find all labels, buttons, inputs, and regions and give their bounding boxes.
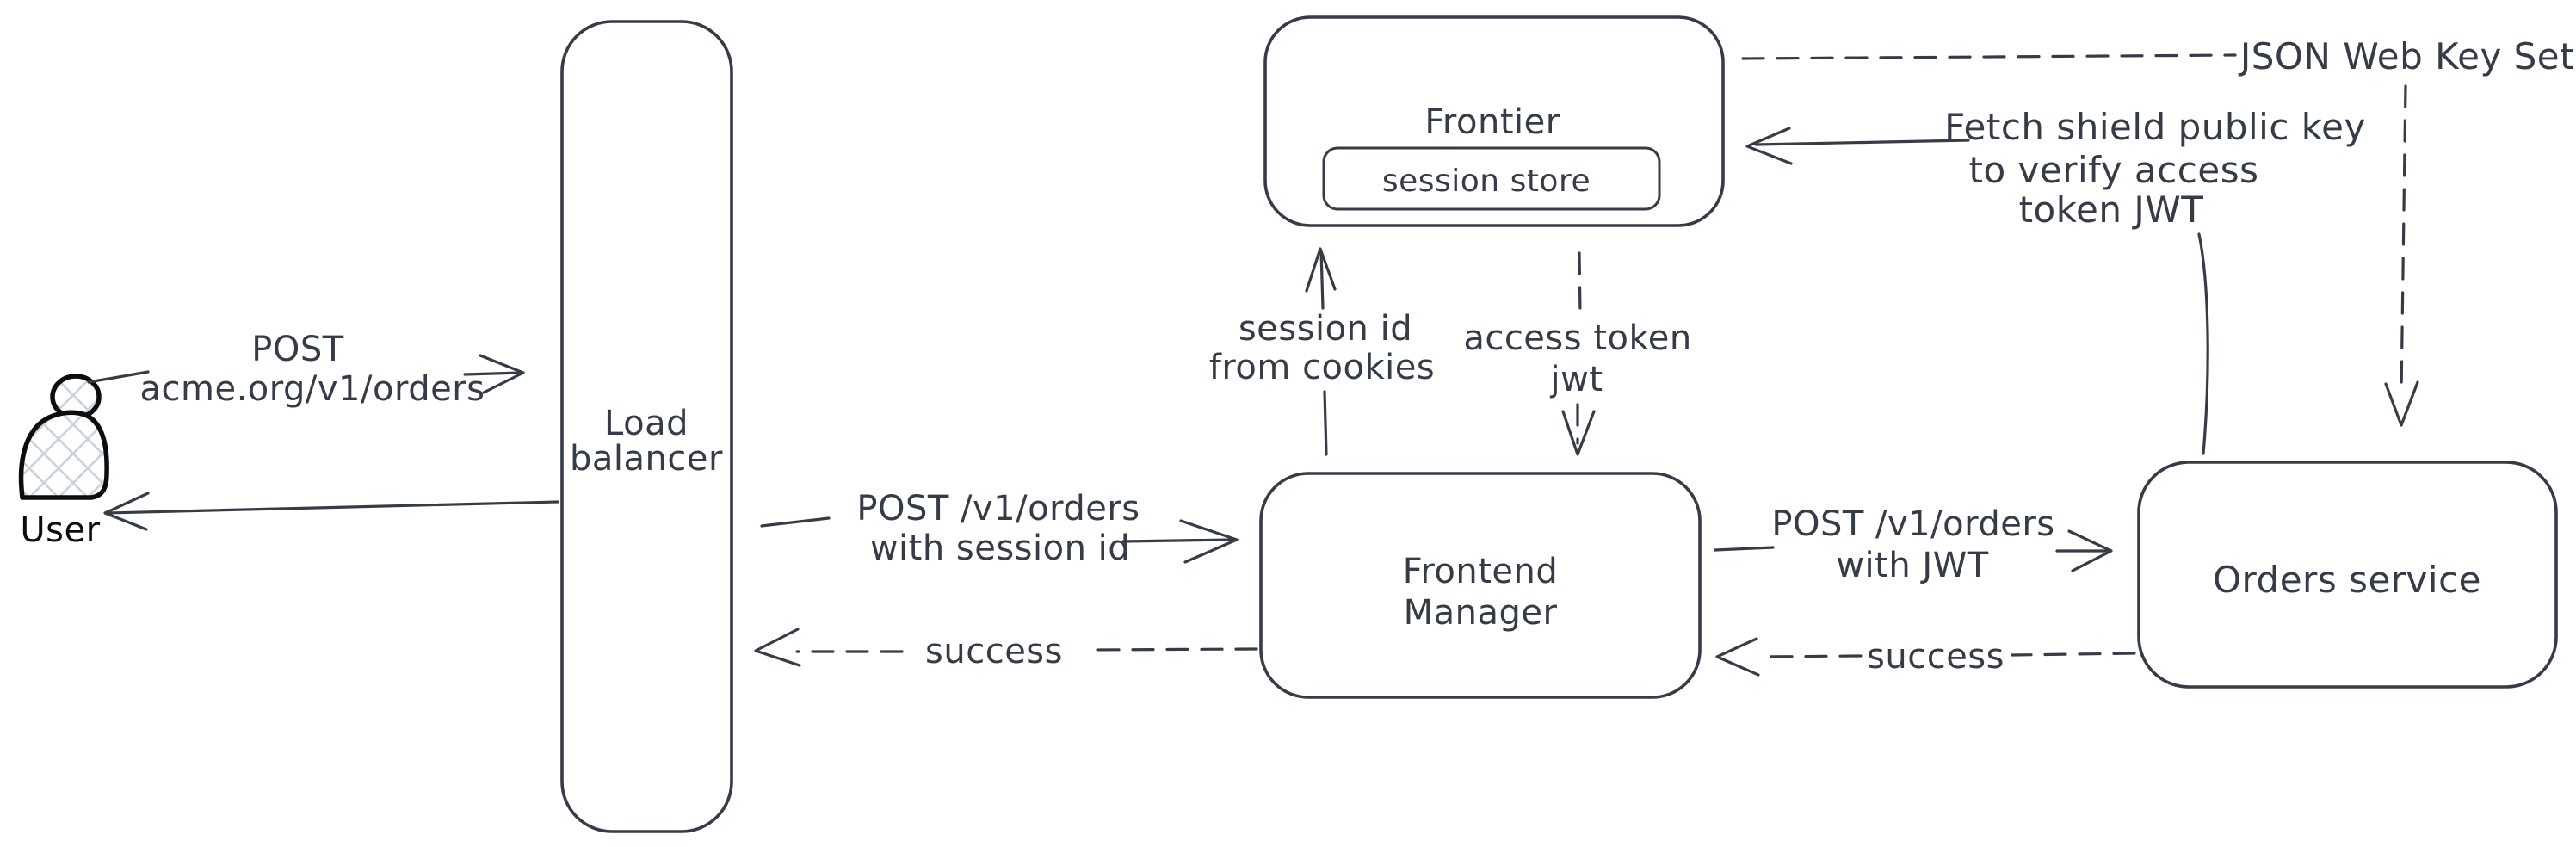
edge-load-balancer-to-user [103, 492, 559, 531]
edge-orders-service-to-frontend-manager: success [1715, 637, 2136, 677]
arrowhead-left-icon [1745, 127, 1793, 165]
arrowhead-right-icon [1179, 519, 1239, 564]
arrowhead-left-icon [754, 628, 801, 667]
frontend-manager-box [1259, 472, 1702, 699]
edge-user-to-load-balancer: POST acme.org/v1/orders [87, 330, 525, 409]
arrowhead-right-icon [479, 354, 525, 394]
edge-label: POST /v1/orders [856, 489, 1140, 529]
arrowhead-left-icon [1715, 637, 1760, 677]
edge-label: POST /v1/orders [1771, 504, 2054, 544]
edge-label: with session id [870, 529, 1130, 568]
edge-label: from cookies [1209, 348, 1435, 387]
load-balancer-box [560, 20, 733, 833]
session-store-label: session store [1382, 164, 1591, 199]
user-node: User [18, 374, 109, 550]
edge-label: POST [251, 330, 343, 369]
orders-service-box [2137, 461, 2558, 689]
edge-label: session id [1239, 309, 1412, 349]
frontier-node: Frontier session store [1263, 15, 1725, 227]
load-balancer-node: Load balancer [560, 20, 733, 833]
edge-label: acme.org/v1/orders [140, 369, 485, 409]
edge-frontend-manager-to-orders-service: POST /v1/orders with JWT [1714, 504, 2113, 585]
edge-label: token JWT [2019, 189, 2204, 231]
edge-orders-service-to-frontier: Fetch shield public key to verify access… [1745, 106, 2366, 455]
load-balancer-label: Load [604, 404, 689, 443]
session-store-box [1322, 146, 1661, 211]
edge-label: success [1867, 637, 2005, 677]
orders-service-label: Orders service [2213, 559, 2481, 601]
frontend-manager-label: Manager [1404, 593, 1558, 633]
edge-frontier-to-frontend-manager: access token jwt [1463, 251, 1691, 456]
arrowhead-right-icon [2067, 529, 2113, 572]
load-balancer-label: balancer [570, 439, 723, 479]
edge-load-balancer-to-frontend-manager: POST /v1/orders with session id [760, 489, 1239, 568]
arrowhead-down-icon [1561, 410, 1596, 456]
edge-label: access token [1463, 318, 1691, 358]
arrowhead-up-icon [1305, 247, 1337, 293]
frontier-label: Frontier [1424, 102, 1560, 142]
frontend-manager-node: Frontend Manager [1259, 472, 1702, 699]
jwks-label: JSON Web Key Set [2238, 35, 2574, 77]
edge-frontend-manager-to-load-balancer: success [754, 628, 1258, 671]
edge-jwks-to-orders-service [2384, 84, 2419, 427]
edge-label: success [925, 632, 1063, 671]
user-icon-body [18, 410, 109, 500]
user-label: User [20, 510, 100, 550]
edge-label: to verify access [1969, 149, 2259, 191]
edge-label: Fetch shield public key [1944, 106, 2366, 148]
json-web-key-set: JSON Web Key Set [1741, 35, 2574, 427]
frontend-manager-label: Frontend [1403, 552, 1559, 591]
jwks-connector-line [1741, 53, 2237, 60]
orders-service-node: Orders service [2137, 461, 2558, 689]
edge-label: with JWT [1836, 546, 1988, 585]
edge-frontend-manager-to-frontier: session id from cookies [1209, 247, 1435, 456]
edge-label: jwt [1549, 360, 1603, 399]
arrowhead-down-icon [2384, 380, 2419, 427]
arrowhead-left-icon [103, 492, 150, 531]
